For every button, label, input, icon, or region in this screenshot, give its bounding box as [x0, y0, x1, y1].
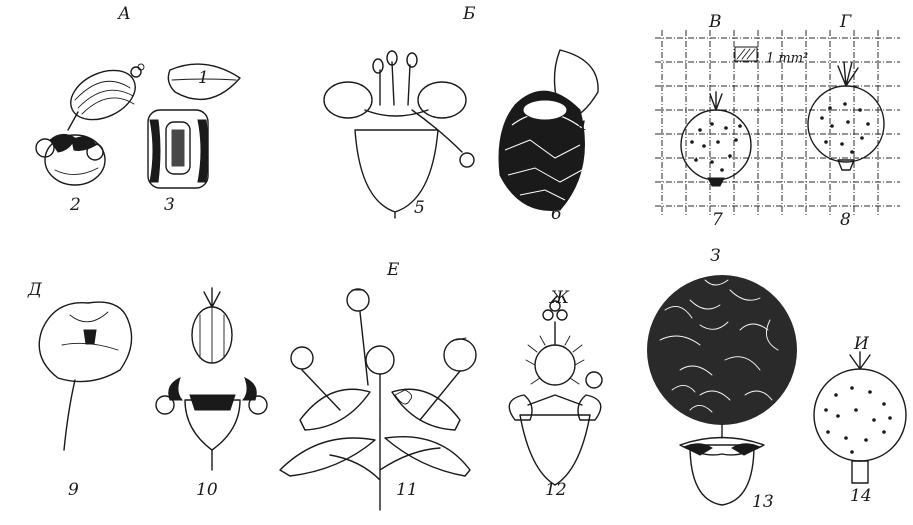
- figure-e-plant: [280, 289, 476, 510]
- figure-number-5: 5: [414, 200, 425, 217]
- figure-number-12: 12: [545, 482, 567, 499]
- figure-number-1: 1: [198, 70, 209, 87]
- label-letter-g: Г: [840, 14, 851, 31]
- figure-v-fruit: [681, 92, 751, 186]
- label-letter-b: Б: [463, 6, 476, 23]
- label-letter-a: А: [118, 6, 131, 23]
- scale-label: 1 mm²: [766, 52, 808, 65]
- figure-number-2: 2: [70, 197, 81, 214]
- label-letter-z: З: [710, 248, 721, 265]
- figure-number-13: 13: [752, 494, 774, 511]
- figure-number-14: 14: [850, 488, 872, 505]
- label-letter-v: В: [709, 14, 722, 31]
- figure-number-6: 6: [551, 206, 562, 223]
- figure-a-seed-cluster: [36, 134, 105, 185]
- figure-number-11: 11: [396, 482, 418, 499]
- figure-z-hairy-fruit: [647, 275, 797, 505]
- figure-b-seed: [499, 91, 585, 210]
- figure-a-capsule: [63, 61, 144, 130]
- figure-number-4: 4: [576, 120, 587, 137]
- label-letter-zh: Ж: [550, 290, 569, 307]
- figure-d-open-flower: [39, 302, 131, 450]
- figure-i-fruit: [814, 352, 906, 483]
- figure-number-7: 7: [712, 212, 723, 229]
- label-letter-i: И: [854, 336, 869, 353]
- figure-zh-flower: [509, 301, 602, 485]
- figure-g-fruit: [808, 62, 884, 170]
- label-letter-e: Е: [387, 262, 399, 279]
- figure-number-10: 10: [196, 482, 218, 499]
- figure-number-3: 3: [164, 197, 175, 214]
- figure-a-seed-section: [148, 110, 208, 188]
- figure-number-9: 9: [68, 482, 79, 499]
- label-letter-d: Д: [28, 282, 42, 299]
- figure-d-flower-section: [156, 288, 267, 470]
- figure-number-8: 8: [840, 212, 851, 229]
- scale-square: [735, 47, 757, 61]
- figure-b-flower: [324, 51, 474, 218]
